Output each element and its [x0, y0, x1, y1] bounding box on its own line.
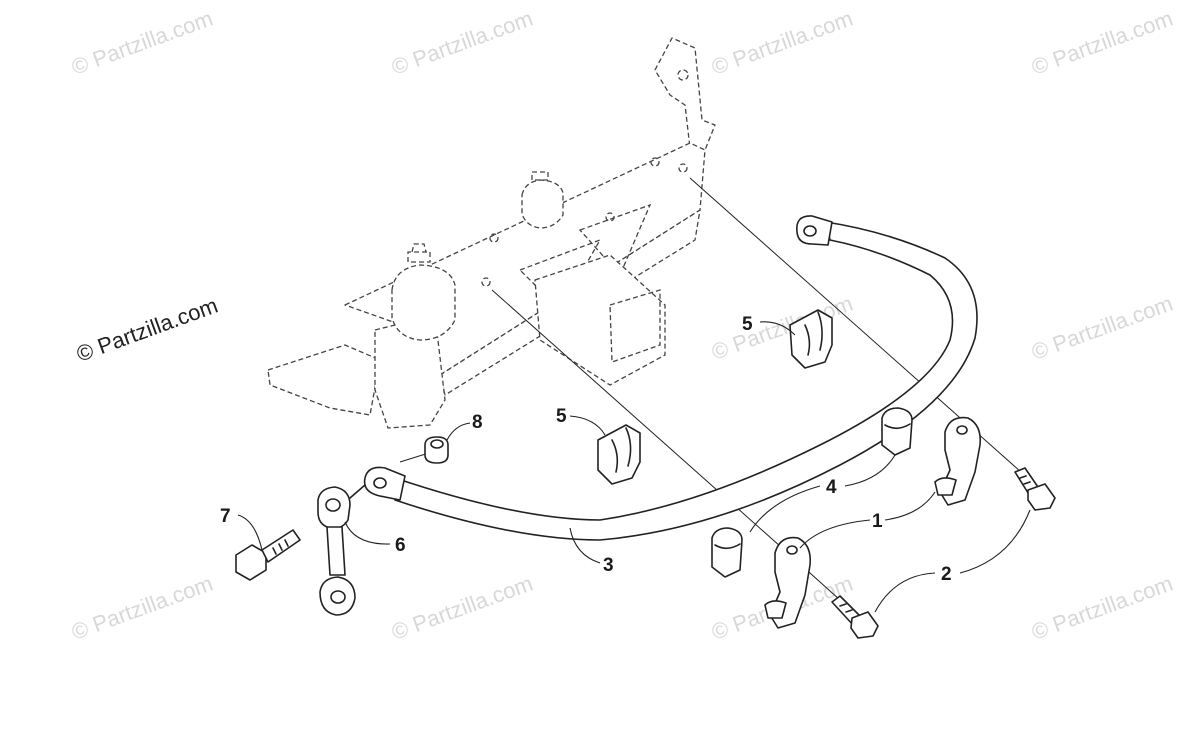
engine-mount-stud	[407, 243, 431, 263]
engine-mount-left	[391, 264, 456, 341]
callout-1: 1	[872, 511, 883, 532]
frame-hole	[489, 233, 499, 243]
frame-floor-plate	[267, 344, 381, 416]
part-6-stabilizer-link	[317, 484, 366, 616]
watermark: © Partzilla.com	[1028, 291, 1176, 365]
part-4-bushing-lower	[711, 527, 743, 578]
watermark: © Partzilla.com	[388, 6, 536, 80]
leader-7	[237, 514, 263, 551]
part-4-bushing-upper	[881, 407, 913, 456]
frame-hole	[677, 69, 689, 81]
callout-8: 8	[472, 412, 483, 433]
part-8-bushing	[424, 436, 449, 464]
part-1-bracket-upper	[934, 416, 982, 506]
part-3-stabilizer-bar	[363, 215, 978, 541]
engine-mount-right	[521, 179, 564, 229]
part-2-bolt-upper	[1014, 467, 1056, 511]
frame-hole	[481, 277, 491, 287]
leader-8	[446, 422, 471, 441]
part-5-stabilizer-bushing-lower	[597, 424, 641, 485]
stabilizer-bar-right-hole	[803, 225, 817, 237]
frame-hole	[678, 163, 688, 173]
callout-4: 4	[826, 477, 837, 498]
watermark: © Partzilla.com	[68, 571, 216, 645]
frame-assembly	[267, 37, 716, 429]
stabilizer-bar-left-eye	[363, 466, 406, 501]
leader-1	[799, 491, 936, 549]
frame-hole	[605, 212, 615, 222]
frame-hitch-opening	[609, 289, 661, 363]
copyright-label: © Partzilla.com	[73, 293, 221, 367]
watermark: © Partzilla.com	[1028, 6, 1176, 80]
part-5-stabilizer-bushing-upper	[789, 309, 833, 369]
alignment-line	[689, 177, 986, 441]
frame-left-leg	[374, 314, 446, 429]
alignment-line	[491, 289, 791, 556]
callout-labels: 1 2 3 4 5 5 6 7 8	[220, 314, 952, 585]
watermark: © Partzilla.com	[1028, 571, 1176, 645]
frame-hitch-receiver	[534, 254, 666, 386]
leader-4	[749, 454, 896, 533]
callout-5-lower: 5	[556, 406, 567, 427]
frame-hole	[650, 157, 660, 167]
callout-6: 6	[395, 535, 406, 556]
part-2-bolt-lower	[831, 595, 879, 639]
watermark: © Partzilla.com	[388, 571, 536, 645]
stabilizer-bar-left-hole	[373, 477, 387, 489]
callout-3: 3	[603, 555, 614, 576]
stabilizer-bar-right-eye	[795, 215, 833, 246]
leader-5a	[759, 321, 796, 336]
leader-lines	[237, 321, 1031, 613]
engine-mount-stud	[531, 171, 549, 181]
callout-2: 2	[941, 564, 952, 585]
watermark: © Partzilla.com	[68, 6, 216, 80]
leader-2	[874, 509, 1031, 613]
leader-6	[344, 521, 391, 545]
watermark: © Partzilla.com	[708, 291, 856, 365]
frame-upright-bracket	[654, 37, 716, 151]
frame-gusset	[578, 203, 652, 277]
callout-7: 7	[220, 506, 231, 527]
part-7-flange-bolt	[235, 529, 301, 581]
callout-5-upper: 5	[742, 314, 753, 335]
watermark: © Partzilla.com	[708, 6, 856, 80]
leader-3	[569, 527, 601, 564]
leader-5b	[569, 415, 606, 436]
part-1-bracket-lower	[764, 536, 812, 629]
